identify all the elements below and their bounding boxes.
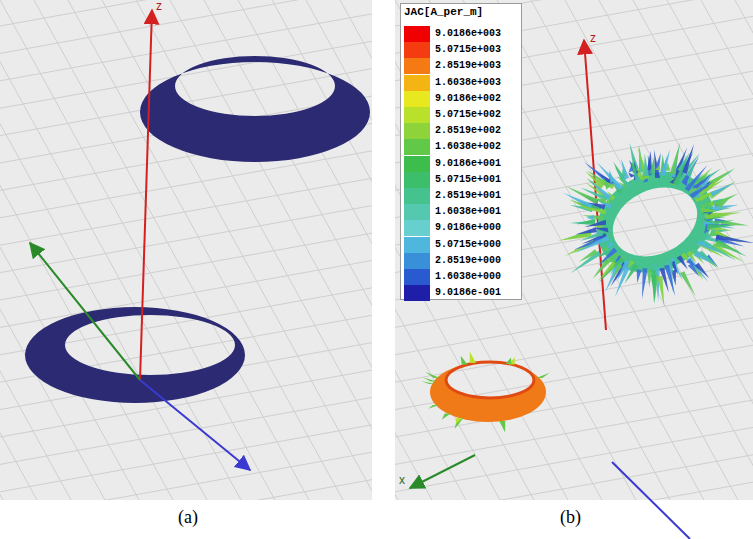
legend-row: 1.6038e+000 — [404, 269, 518, 285]
axis-label: x — [399, 474, 405, 487]
color-legend: 9.0186e+003 5.0715e+003 2.8519e+003 1.6038e… — [400, 3, 522, 300]
legend-value: 9.0186e-001 — [435, 287, 501, 298]
legend-swatch — [404, 204, 430, 220]
legend-swatch — [404, 253, 430, 269]
legend-swatch — [404, 237, 430, 253]
legend-value: 5.0715e+002 — [435, 109, 501, 120]
legend-row: 2.8519e+003 — [404, 58, 518, 74]
axis-label: z — [590, 32, 596, 45]
current-ring — [421, 352, 559, 433]
legend-swatch — [404, 123, 430, 139]
current-ring — [558, 141, 753, 307]
legend-swatch — [404, 188, 430, 204]
legend-row: 5.0715e+001 — [404, 172, 518, 188]
legend-swatch — [404, 220, 430, 236]
grid-lines — [395, 0, 753, 500]
grid-lines — [0, 0, 372, 500]
legend-row: 2.8519e+000 — [404, 253, 518, 269]
legend-value: 9.0186e+002 — [435, 93, 501, 104]
legend-swatch — [404, 91, 430, 107]
legend-value: 9.0186e+003 — [435, 28, 501, 39]
grid-floor — [0, 0, 372, 500]
legend-value: 5.0715e+001 — [435, 174, 501, 185]
legend-value: 1.6038e+000 — [435, 271, 501, 282]
legend-row: 9.0186e+002 — [404, 91, 518, 107]
legend-swatch — [404, 58, 430, 74]
legend-row: 1.6038e+003 — [404, 75, 518, 91]
legend-row: 2.8519e+002 — [404, 123, 518, 139]
cone-ring — [25, 307, 245, 403]
panel-label: (a) — [178, 508, 198, 528]
legend-value: 1.6038e+001 — [435, 206, 501, 217]
legend-row: 5.0715e+000 — [404, 237, 518, 253]
panel-label: (b) — [560, 508, 581, 528]
y-axis — [140, 380, 250, 470]
legend-row: 9.0186e-001 — [404, 285, 518, 301]
y-axis — [612, 462, 690, 539]
legend-value: 2.8519e+000 — [435, 255, 501, 266]
z-axis — [140, 10, 152, 380]
legend-swatch — [404, 139, 430, 155]
legend-heading: JAC[A_per_m] — [404, 6, 483, 18]
legend-row: 5.0715e+002 — [404, 107, 518, 123]
legend-swatch — [404, 269, 430, 285]
legend-value: 2.8519e+003 — [435, 60, 501, 71]
legend-row: 1.6038e+001 — [404, 204, 518, 220]
x-axis — [410, 455, 475, 488]
legend-row: 2.8519e+001 — [404, 188, 518, 204]
legend-value: 1.6038e+003 — [435, 77, 501, 88]
legend-value: 5.0715e+000 — [435, 239, 501, 250]
legend-value: 1.6038e+002 — [435, 141, 501, 152]
legend-value: 2.8519e+002 — [435, 125, 501, 136]
legend-row: 1.6038e+002 — [404, 139, 518, 155]
grid-floor — [395, 0, 753, 500]
legend-row: 5.0715e+003 — [404, 42, 518, 58]
legend-swatch — [404, 42, 430, 58]
legend-value: 2.8519e+001 — [435, 190, 501, 201]
legend-swatch — [404, 285, 430, 301]
legend-swatch — [404, 107, 430, 123]
legend-swatch — [404, 26, 430, 42]
cone-ring — [140, 56, 370, 162]
axis-label: z — [156, 0, 162, 13]
legend-value: 9.0186e+000 — [435, 222, 501, 233]
legend-value: 5.0715e+003 — [435, 44, 501, 55]
legend-value: 9.0186e+001 — [435, 158, 501, 169]
legend-row: 9.0186e+000 — [404, 220, 518, 236]
legend-swatch — [404, 156, 430, 172]
legend-row: 9.0186e+003 — [404, 26, 518, 42]
legend-swatch — [404, 75, 430, 91]
legend-swatch — [404, 172, 430, 188]
legend-row: 9.0186e+001 — [404, 156, 518, 172]
x-axis — [30, 243, 140, 380]
